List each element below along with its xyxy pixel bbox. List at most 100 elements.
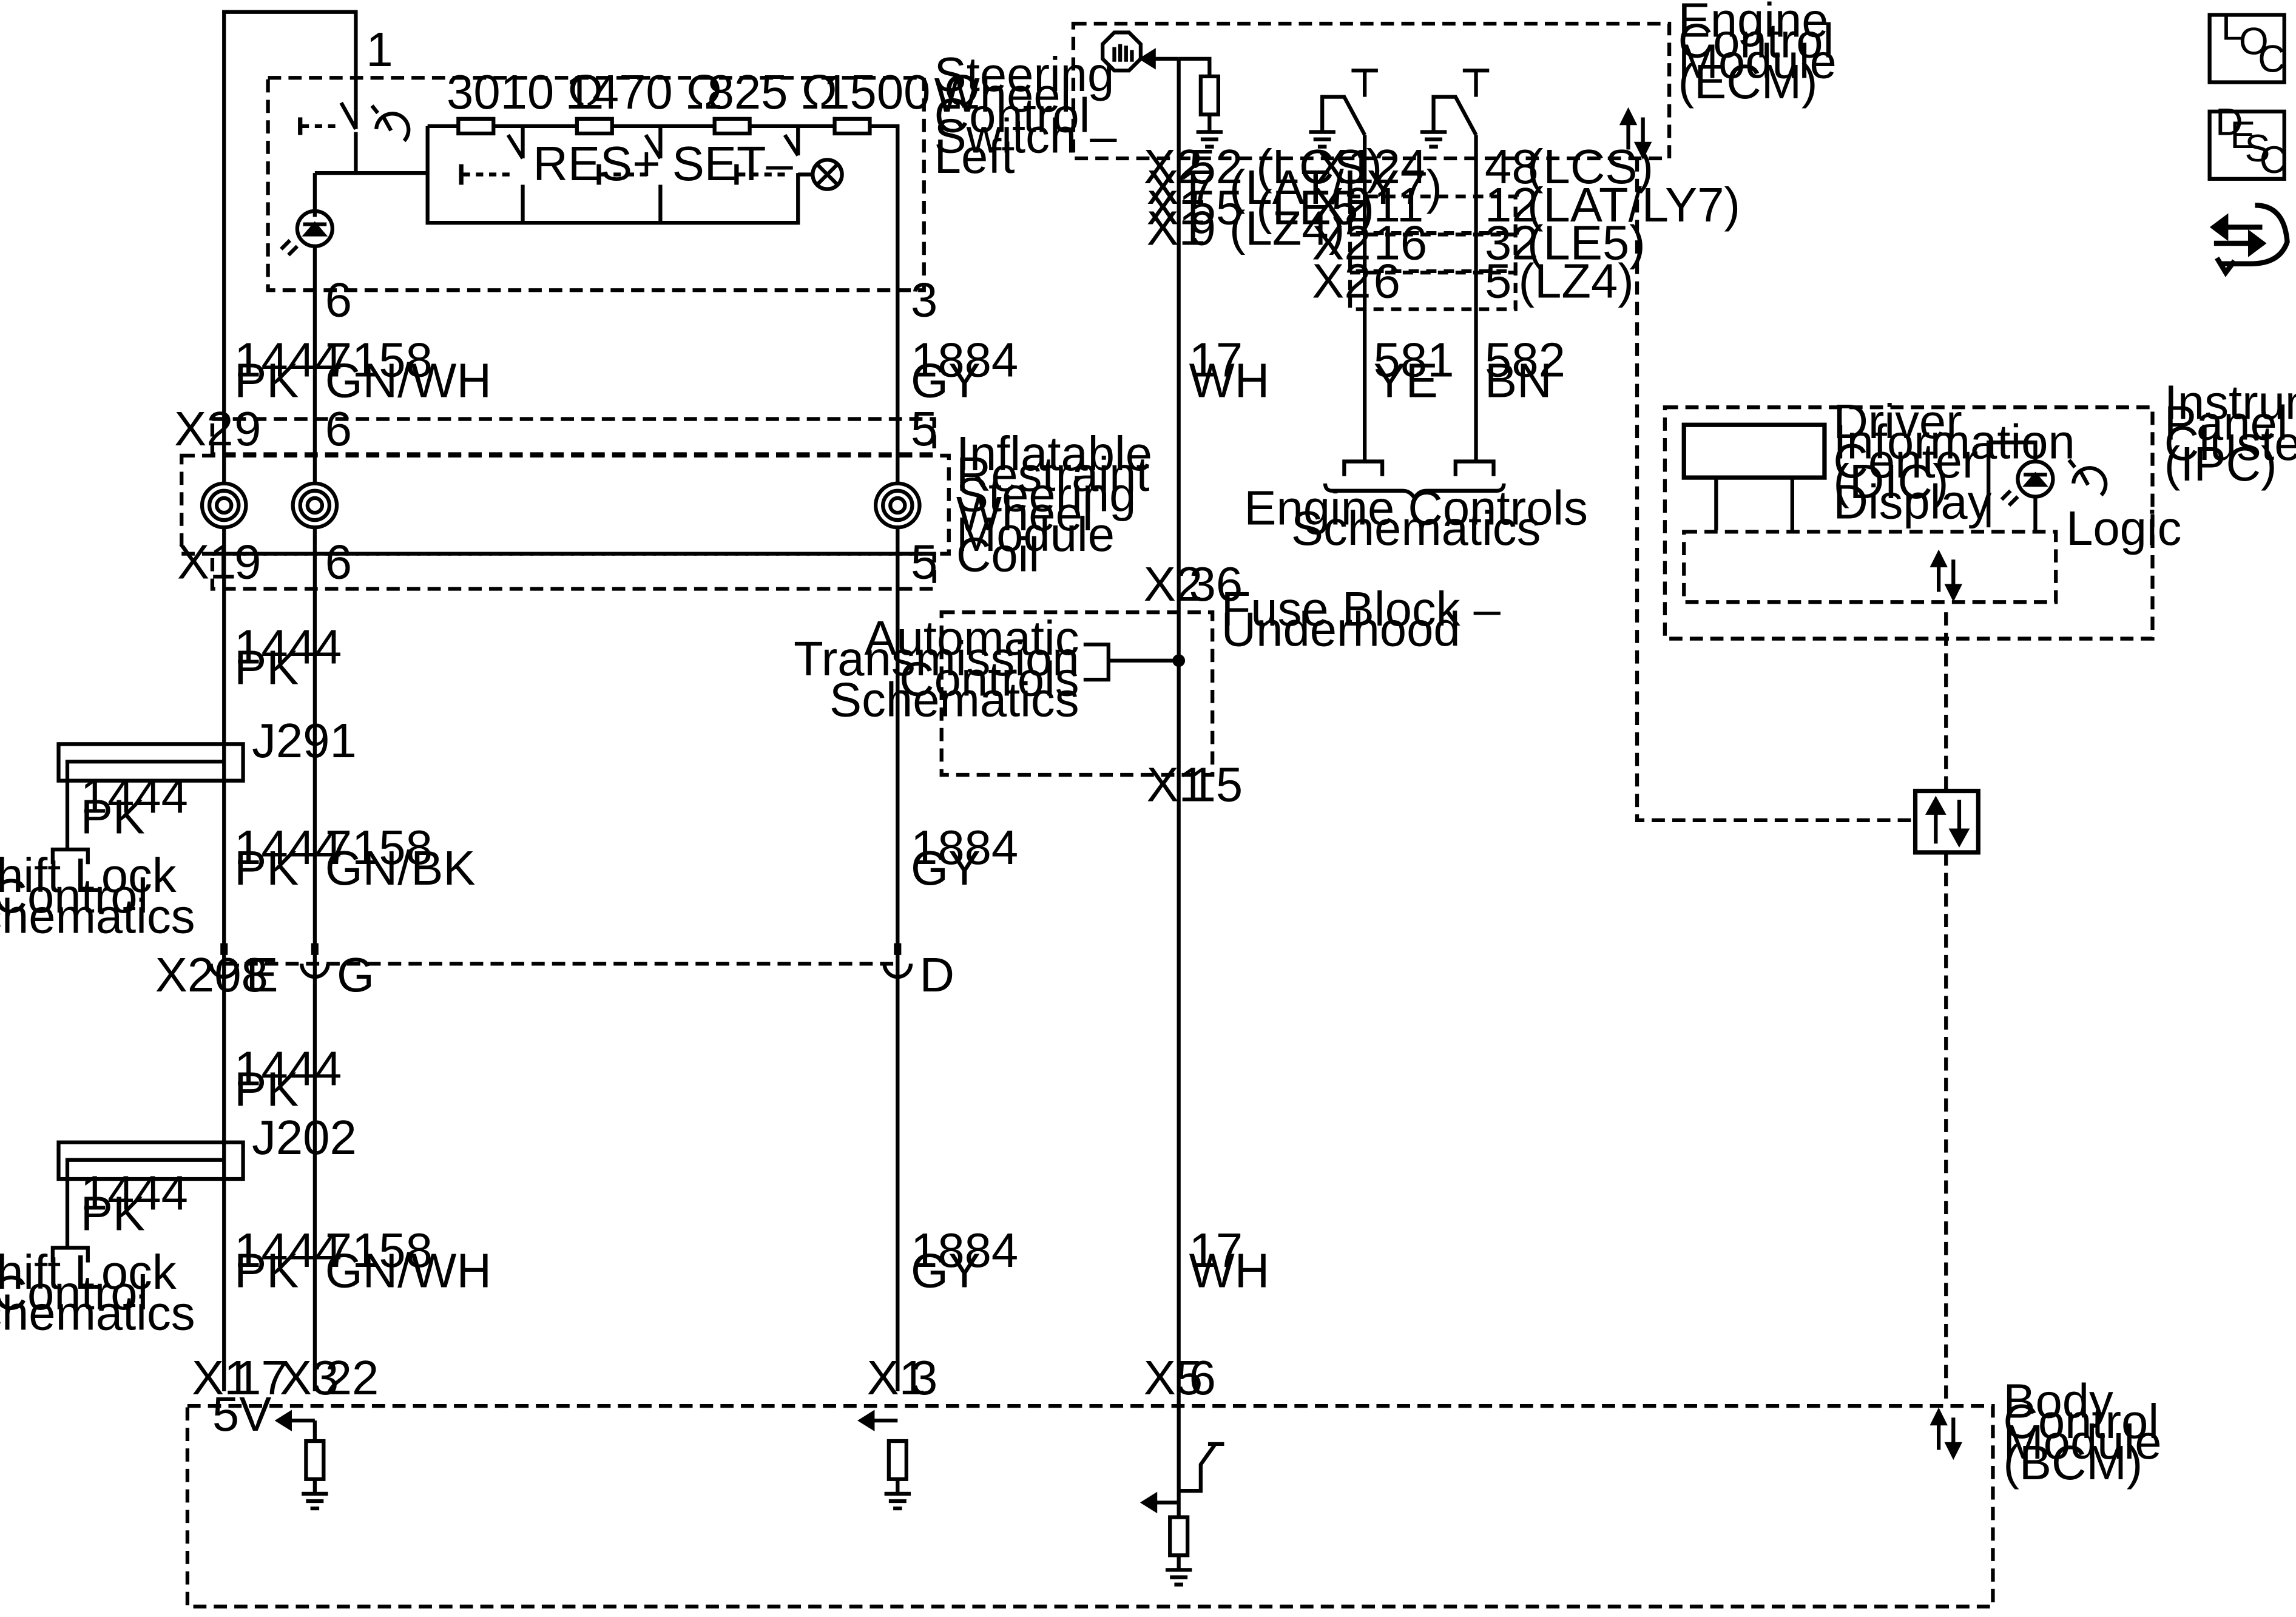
connector-label: X2 [174,402,233,456]
description-button-label: C [2260,139,2287,181]
coil-spiral-icon [200,481,922,530]
voltage-label: 5V [212,1387,271,1441]
ipc-data-arrows-icon [1930,549,1963,603]
circuit-number: 1444 [81,1166,188,1220]
resistor-1470 [575,116,614,136]
schematic-ref[interactable]: Schematics [1291,501,1541,555]
schematic-ref[interactable]: Schematics [0,1286,195,1340]
schematic-ref[interactable]: Schematics [829,672,1079,726]
connector-label: X2 [1312,216,1371,270]
pin-label: 6 [1189,1351,1216,1405]
circuit-number: 581 [1374,333,1454,387]
fuse-block-box [939,610,1215,777]
schematic-ref[interactable]: Controls [899,652,1079,706]
wire-color: YE [1374,353,1438,407]
connector-label: X3 [280,1351,339,1405]
circuit-number: 582 [1485,333,1565,387]
location-button-label: C [2258,38,2285,81]
pin-label: 55 (LE5) [1189,181,1374,235]
schematic-ref[interactable]: Transmission [794,632,1079,686]
component-name: Logic [2066,501,2181,555]
resistor-3010 [456,116,496,136]
circuit-number: 1444 [234,820,342,874]
component-name: (BCM) [2003,1436,2142,1490]
wire-color: GN/BK [325,841,476,895]
pin-label: 9 (LZ4) [1189,201,1345,255]
pin-label: 7 (LAT/LY7) [1189,160,1442,214]
description-button-label: S [2245,127,2271,170]
variant-label: (LE5) [1527,216,1646,270]
coil-connector-x1 [210,552,936,591]
component-name: Information [1833,415,2075,469]
location-button-label: O [2239,21,2269,63]
schematic-ref[interactable]: Control [0,869,148,923]
variant-label: (LZ4) [1519,254,1634,308]
component-name: Left [934,129,1015,183]
schematic-ref[interactable]: Schematics [0,890,195,944]
variant-label: (LCS) [1527,140,1653,194]
pin-label: 17 [234,1351,288,1405]
component-name: Module [2003,1415,2161,1469]
component-name: Display [1833,475,1991,529]
pin-label: 16 [1374,216,1428,270]
variant-label: (LAT/LY7) [1527,178,1740,232]
wire-color: PK [234,1062,299,1116]
component-name: Wheel [956,487,1093,541]
circuit-number: 1884 [911,333,1018,387]
description-button[interactable] [2207,109,2286,181]
pin-label: 36 [1189,557,1243,611]
wire-color: PK [234,841,299,895]
pin-label: 52 (LCS) [1189,140,1383,194]
wire-color: GN/WH [325,1244,491,1298]
connector-tool-icon[interactable] [2209,203,2290,277]
pin-label: D [920,948,955,1002]
component-name: Driver [1833,394,1962,448]
bcm-box [185,1403,1995,1609]
component-name: Cluster [2164,416,2296,470]
component-name: Coil [956,528,1039,582]
component-name: Control [2003,1394,2159,1448]
wire-color: PK [81,790,145,844]
ipc-logic-box [1682,530,2058,604]
pin-label: 6 [325,402,352,456]
wire-color: PK [234,1244,299,1298]
pin-label: 5 [911,402,937,456]
circuit-number: 1884 [911,1223,1018,1277]
pin-label: 15 [1189,757,1243,811]
pin-label: 3 [911,1351,937,1405]
pin-label: 6 [1374,254,1400,308]
serial-data-line [1635,158,1916,822]
bcm-pullup-resistor [304,1439,326,1481]
circuit-number: 7158 [325,1223,433,1277]
component-name: Control [1678,13,1834,67]
ecm-box [1071,21,1672,161]
schematic-ref[interactable]: Shift Lock [0,848,177,902]
wire-color: GY [911,841,981,895]
schematic-ref[interactable]: Control [0,1266,148,1320]
pin-label: 32 [1485,216,1539,270]
component-name: Body [2003,1374,2113,1428]
circuit-number: 17 [1189,333,1243,387]
schematic-ref[interactable]: Automatic [865,611,1079,665]
circuit-number: 17 [1189,1223,1243,1277]
component-name: Fuse Block – [1221,582,1501,636]
schematic-ref[interactable]: Shift Lock [0,1245,177,1299]
schematic-ref[interactable]: Engine Controls [1244,481,1588,535]
description-button-label: E [2230,114,2255,157]
component-name: Instrument [2164,376,2296,430]
splice-j291 [56,742,245,783]
pin-label: 5 [1485,254,1511,308]
resistor-label: 1470 Ω [566,65,723,119]
connector-label: X2 [1144,140,1203,194]
switch-label: RES+ [533,137,660,191]
pin-label: 11 [1374,178,1424,232]
location-button[interactable] [2207,13,2286,84]
led-icon [280,209,334,257]
component-name: Center [1833,434,1978,488]
circuit-number: 1444 [81,769,188,823]
connector-label: X5 [1144,1351,1203,1405]
component-name: Engine [1678,0,1829,47]
component-name: (ECM) [1678,55,1818,109]
circuit-number: 7158 [325,333,433,387]
